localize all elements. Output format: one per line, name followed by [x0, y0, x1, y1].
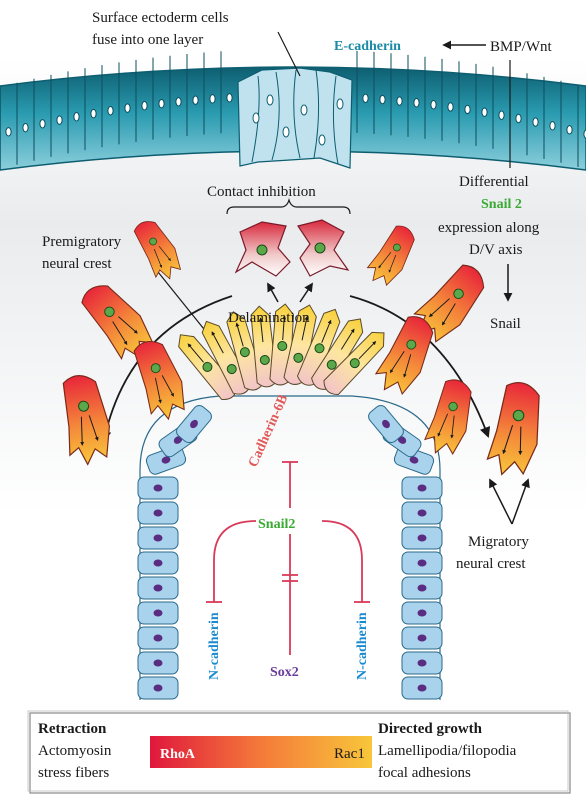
tube-cell [138, 627, 178, 649]
sox2-label: Sox2 [270, 665, 299, 680]
surface-label-2: fuse into one layer [92, 32, 203, 48]
differential-label: Differential [459, 174, 529, 190]
legend: Retraction Actomyosin stress fibers RhoA… [28, 711, 570, 793]
n-cadherin-right-label: N-cadherin [355, 612, 370, 680]
delamination-label: Delamination [228, 310, 310, 326]
bmp-label: BMP/Wnt [490, 39, 553, 55]
tube-cell [402, 602, 442, 624]
tube-cell [402, 552, 442, 574]
tube-cell [402, 677, 442, 699]
tube-cell [138, 477, 178, 499]
surface-label-1: Surface ectoderm cells [92, 10, 229, 26]
migratory-label-1: Migratory [468, 534, 529, 550]
snail-label: Snail [490, 316, 521, 332]
snail2-center-label: Snail2 [258, 517, 295, 532]
tube-cell [138, 602, 178, 624]
legend-directed-2: focal adhesions [378, 765, 471, 781]
tube-cell [402, 527, 442, 549]
premigratory-label-2: neural crest [42, 256, 112, 272]
snail2-label: Snail 2 [481, 197, 522, 212]
premigratory-label-1: Premigratory [42, 234, 122, 250]
tube-cell [138, 502, 178, 524]
tube-cell [138, 527, 178, 549]
legend-directed: Directed growth [378, 721, 483, 737]
expression-label: expression along [438, 220, 540, 236]
tube-cell [402, 627, 442, 649]
legend-rhoa: RhoA [160, 747, 196, 762]
tube-cell [138, 652, 178, 674]
migratory-label-2: neural crest [456, 556, 526, 572]
legend-directed-1: Lamellipodia/filopodia [378, 743, 517, 759]
tube-cell [138, 577, 178, 599]
legend-retraction: Retraction [38, 721, 107, 737]
tube-cell [138, 552, 178, 574]
contact-inhibition-label: Contact inhibition [207, 184, 316, 200]
tube-cell [138, 677, 178, 699]
tube-cell [402, 477, 442, 499]
dv-axis-label: D/V axis [469, 242, 523, 258]
tube-cell [402, 502, 442, 524]
legend-rac1: Rac1 [334, 746, 365, 762]
tube-cell [402, 577, 442, 599]
n-cadherin-left-label: N-cadherin [207, 612, 222, 680]
legend-retraction-2: stress fibers [38, 765, 109, 781]
ecadherin-label: E-cadherin [334, 39, 401, 54]
tube-cell [402, 652, 442, 674]
legend-retraction-1: Actomyosin [38, 743, 112, 759]
